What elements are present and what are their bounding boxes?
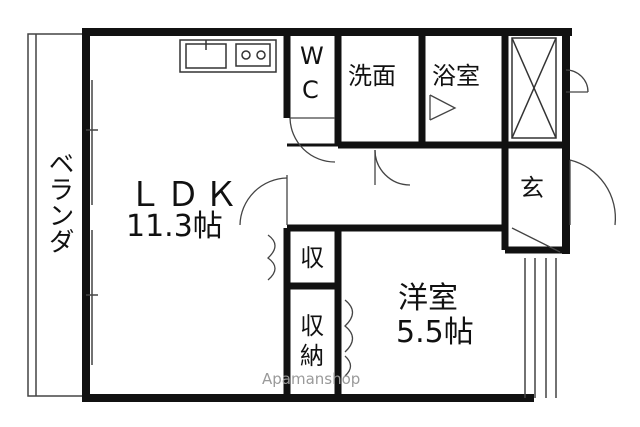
entrance-label: 玄 bbox=[520, 174, 544, 202]
ldk-window bbox=[86, 80, 98, 365]
inner-walls bbox=[283, 32, 566, 398]
veranda-label: ベランダ bbox=[44, 150, 74, 254]
ldk-name: ＬＤＫ bbox=[128, 175, 242, 215]
bathroom-label: 浴室 bbox=[432, 62, 480, 90]
wc-label-bottom: C bbox=[302, 76, 319, 104]
western-window bbox=[524, 258, 557, 398]
western-room-size: 5.5帖 bbox=[396, 315, 474, 350]
closet-label-bottom: 納 bbox=[300, 342, 324, 370]
ldk-size: 11.3帖 bbox=[126, 209, 223, 244]
washroom-label: 洗面 bbox=[348, 62, 396, 90]
western-room-name: 洋室 bbox=[398, 281, 458, 316]
closet-label-top: 収 bbox=[300, 312, 324, 340]
outer-walls bbox=[82, 28, 572, 402]
watermark: Apamanshop bbox=[262, 370, 361, 388]
doors bbox=[239, 69, 617, 377]
wc-label-top: W bbox=[300, 42, 324, 70]
kitchen-counter bbox=[179, 39, 277, 73]
storage-small-label: 収 bbox=[300, 244, 324, 272]
pipe-shaft bbox=[511, 37, 557, 139]
